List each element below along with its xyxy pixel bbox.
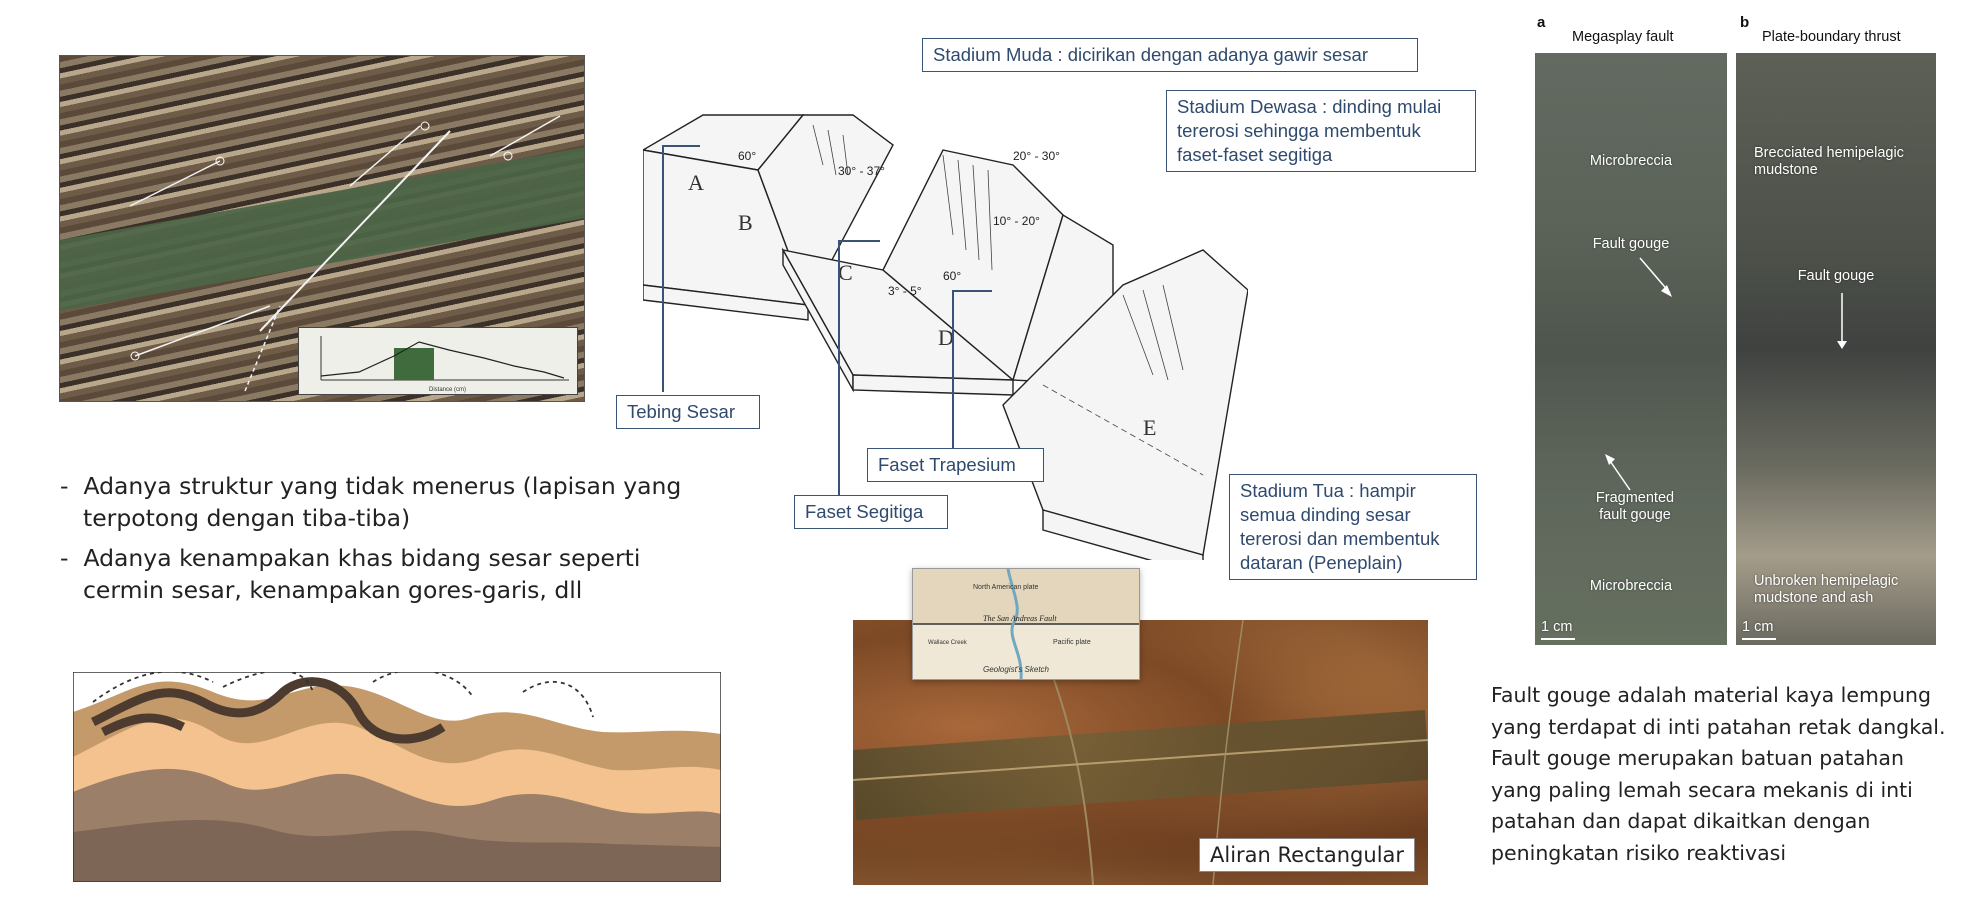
block-letter-e: E bbox=[1143, 415, 1156, 440]
angle-label: 10° - 20° bbox=[993, 214, 1040, 228]
displacement-profile: Distance (cm) bbox=[320, 336, 569, 393]
callout-stadium-tua: Stadium Tua : hampir semua dinding sesar… bbox=[1229, 474, 1477, 580]
gouge-line: Fault gouge merupakan batuan patahan bbox=[1491, 746, 1904, 770]
callout-text: Tebing Sesar bbox=[627, 401, 735, 422]
scale-bar bbox=[1541, 638, 1575, 640]
core-b-label: Brecciated hemipelagic mudstone bbox=[1754, 145, 1904, 178]
leader-line bbox=[662, 145, 700, 147]
gouge-line: patahan dan dapat dikaitkan dengan bbox=[1491, 809, 1871, 833]
inset-xlabel: Distance (cm) bbox=[429, 387, 466, 393]
core-a-title: Megasplay fault bbox=[1572, 29, 1674, 45]
bullet-text-cont: cermin sesar, kenampakan gores-garis, dl… bbox=[83, 576, 583, 604]
core-b-label: Unbroken hemipelagic mudstone and ash bbox=[1754, 573, 1899, 606]
sketch-fault-label: The San Andreas Fault bbox=[983, 614, 1057, 623]
block-letter-c: C bbox=[838, 260, 853, 285]
core-photo-plate-boundary: Brecciated hemipelagic mudstone Fault go… bbox=[1736, 53, 1936, 645]
callout-line: Stadium Dewasa : dinding mulai bbox=[1177, 96, 1442, 117]
arrow-icon bbox=[1605, 257, 1672, 491]
fault-gouge-description: Fault gouge adalah material kaya lempung… bbox=[1491, 680, 1945, 869]
strata-fault-photo: Distance (cm) bbox=[59, 55, 585, 402]
core-a-label: Fragmented fault gouge bbox=[1595, 490, 1675, 523]
callout-faset-trapesium: Faset Trapesium bbox=[867, 448, 1044, 482]
core-a-label: Microbreccia bbox=[1589, 153, 1673, 169]
fault-scarp-block-diagram: A B C D E 60° 30° - 37° 20° - 30° 10° - … bbox=[643, 114, 1248, 560]
bullet-item-2: - Adanya kenampakan khas bidang sesar se… bbox=[60, 542, 640, 606]
leader-line bbox=[952, 290, 992, 292]
callout-stadium-dewasa: Stadium Dewasa : dinding mulai tererosi … bbox=[1166, 90, 1476, 172]
callout-line: tererosi sehingga membentuk bbox=[1177, 120, 1421, 141]
callout-text: Stadium Muda : dicirikan dengan adanya g… bbox=[933, 44, 1368, 65]
fault-trace-overlay bbox=[129, 115, 561, 392]
block-letter-a: A bbox=[688, 170, 704, 195]
core-b-scale: 1 cm bbox=[1742, 619, 1774, 635]
callout-text: Faset Trapesium bbox=[878, 454, 1016, 475]
fold-cross-section bbox=[73, 672, 721, 882]
gouge-line: yang terdapat di inti patahan retak dang… bbox=[1491, 714, 1946, 739]
core-a-label: Fault gouge bbox=[1592, 236, 1670, 252]
core-b-letter: b bbox=[1740, 14, 1750, 31]
sketch-plate-north: North American plate bbox=[973, 584, 1038, 591]
bullet-text: Adanya struktur yang tidak menerus (lapi… bbox=[83, 472, 682, 500]
gouge-line: peningkatan risiko reaktivasi bbox=[1491, 840, 1787, 865]
core-a-scale: 1 cm bbox=[1541, 619, 1573, 635]
gouge-line: Fault gouge adalah material kaya lempung bbox=[1491, 683, 1931, 707]
leader-line bbox=[952, 290, 954, 448]
callout-faset-segitiga: Faset Segitiga bbox=[794, 495, 948, 529]
callout-stadium-muda: Stadium Muda : dicirikan dengan adanya g… bbox=[922, 38, 1418, 72]
core-photo-megasplay: Microbreccia Fault gouge Fragmented faul… bbox=[1535, 53, 1727, 645]
bullet-dash: - bbox=[60, 544, 69, 572]
leader-line bbox=[838, 240, 880, 242]
sketch-caption: Geologist's Sketch bbox=[983, 665, 1050, 674]
callout-text: Faset Segitiga bbox=[805, 501, 924, 522]
bullet-item-1: - Adanya struktur yang tidak menerus (la… bbox=[60, 470, 681, 534]
bullet-dash: - bbox=[60, 472, 69, 500]
angle-label: 60° bbox=[738, 149, 756, 163]
angle-label: 60° bbox=[943, 269, 961, 283]
angle-label: 3° - 5° bbox=[888, 284, 922, 298]
block-letter-b: B bbox=[738, 210, 753, 235]
bullet-text-cont: terpotong dengan tiba-tiba) bbox=[83, 504, 411, 532]
leader-line bbox=[838, 240, 840, 495]
sketch-map: North American plate The San Andreas Fau… bbox=[913, 568, 1139, 680]
arrow-icon bbox=[1837, 293, 1847, 349]
sketch-creek: Wallace Creek bbox=[928, 640, 968, 646]
leader-line bbox=[662, 145, 664, 392]
displacement-inset-chart: Distance (cm) bbox=[298, 327, 578, 395]
callout-line: tererosi dan membentuk bbox=[1240, 528, 1440, 549]
callout-line: Stadium Tua : hampir bbox=[1240, 480, 1416, 501]
gouge-line: yang paling lemah secara mekanis di inti bbox=[1491, 777, 1913, 802]
bullet-text: Adanya kenampakan khas bidang sesar sepe… bbox=[83, 544, 641, 572]
core-b-label: Fault gouge bbox=[1797, 268, 1875, 284]
callout-line: dataran (Peneplain) bbox=[1240, 552, 1403, 573]
angle-label: 30° - 37° bbox=[838, 164, 885, 178]
scale-bar bbox=[1742, 638, 1776, 640]
core-a-letter: a bbox=[1537, 14, 1546, 31]
angle-label: 20° - 30° bbox=[1013, 149, 1060, 163]
block-letter-d: D bbox=[938, 325, 954, 350]
geologist-sketch: North American plate The San Andreas Fau… bbox=[912, 568, 1140, 680]
core-b-title: Plate-boundary thrust bbox=[1762, 29, 1901, 45]
callout-tebing-sesar: Tebing Sesar bbox=[616, 395, 760, 429]
callout-line: faset-faset segitiga bbox=[1177, 144, 1333, 165]
sketch-plate-pacific: Pacific plate bbox=[1053, 639, 1091, 646]
aliran-rectangular-label: Aliran Rectangular bbox=[1199, 838, 1416, 872]
callout-line: semua dinding sesar bbox=[1240, 504, 1411, 525]
core-a-label: Microbreccia bbox=[1589, 578, 1673, 594]
